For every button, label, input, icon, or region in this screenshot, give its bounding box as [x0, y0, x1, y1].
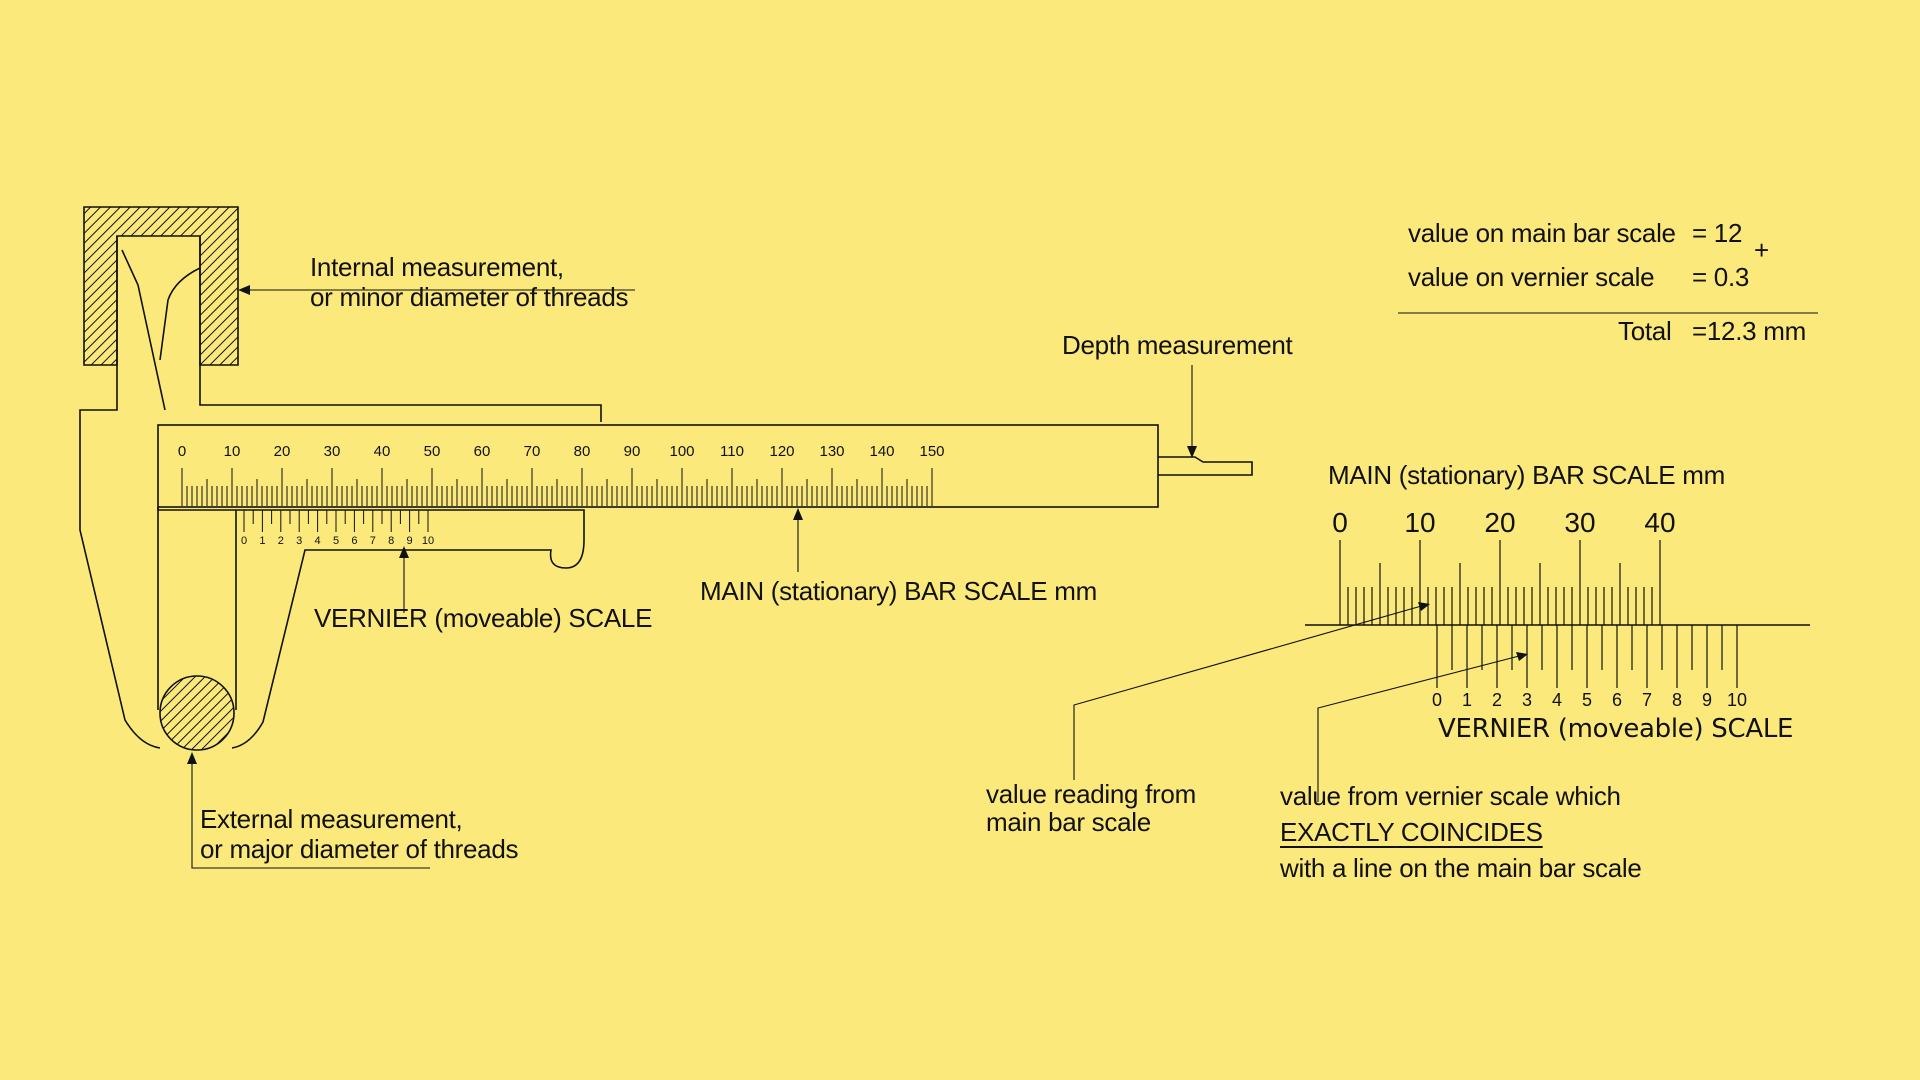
calc-plus: +: [1754, 235, 1769, 265]
value-vernier-line2: EXACTLY COINCIDES: [1280, 817, 1543, 847]
main-scale-number: 90: [624, 443, 641, 460]
detail-vernier-number: 0: [1432, 690, 1442, 710]
main-scale-number: 120: [769, 443, 794, 460]
depth-measurement-label: Depth measurement: [1062, 330, 1293, 360]
main-scale-number: 110: [720, 443, 744, 460]
internal-jaw-moving-body: [199, 268, 602, 422]
detail-main-number: 10: [1404, 507, 1435, 538]
calc-total-label: Total: [1618, 316, 1672, 346]
vernier-scale-number: 9: [407, 535, 413, 547]
depth-arrow: [1187, 446, 1197, 458]
calc-total-value: =12.3 mm: [1692, 316, 1806, 346]
detail-main-number: 40: [1644, 507, 1675, 538]
main-scale-number: 100: [669, 443, 694, 460]
vernier-scale-number: 5: [333, 535, 339, 547]
vernier-scale-number: 7: [370, 535, 376, 547]
main-scale-number: 20: [274, 443, 291, 460]
detail-main-number: 20: [1484, 507, 1515, 538]
main-scale-numbers: 0 10 20 30 40 50 60 70 80 90 100 110 120 130 140 150: [178, 443, 945, 460]
detail-vernier-number: 4: [1552, 690, 1562, 710]
vernier-left-arrow: [399, 546, 409, 558]
vernier-scale-number: 0: [241, 535, 247, 547]
value-reading-line1: value reading from: [986, 779, 1196, 809]
vernier-slider: [157, 507, 585, 749]
detail-vernier-number: 8: [1672, 690, 1682, 710]
main-beam: [157, 424, 1159, 508]
value-reading-label: value reading from main bar scale: [986, 780, 1196, 836]
main-scale-number: 70: [524, 443, 541, 460]
internal-jaw-fixed: [79, 236, 161, 749]
value-vernier-line1: value from vernier scale which: [1280, 781, 1621, 811]
calc-main-value: = 12: [1692, 218, 1743, 248]
internal-label-line2: or minor diameter of threads: [310, 282, 629, 312]
vernier-scale-number: 8: [388, 535, 394, 547]
main-scale-number: 30: [324, 443, 341, 460]
main-right-label: MAIN (stationary) BAR SCALE mm: [1328, 460, 1725, 490]
main-scale-number: 80: [574, 443, 591, 460]
detail-vernier-number: 2: [1492, 690, 1502, 710]
calc-vernier-label: value on vernier scale: [1408, 262, 1655, 292]
detail-main-ticks: [1339, 540, 1661, 625]
internal-arrow: [238, 285, 250, 295]
value-vernier-leader: [1317, 654, 1524, 802]
value-reading-leader: [1073, 604, 1426, 780]
main-scale-number: 150: [919, 443, 944, 460]
vernier-scale-ticks: [243, 510, 429, 532]
internal-jaw-moving: [159, 236, 201, 361]
vernier-scale-number: 2: [278, 535, 284, 547]
vernier-scale-number: 1: [259, 535, 265, 547]
main-scale-number: 140: [869, 443, 894, 460]
vernier-right-label: VERNIER (moveable) SCALE: [1438, 714, 1794, 744]
external-label-line2: or major diameter of threads: [200, 834, 519, 864]
detail-vernier-number: 10: [1727, 690, 1747, 710]
main-scale-number: 50: [424, 443, 441, 460]
detail-vernier-ticks: [1436, 625, 1738, 688]
value-vernier-line3: with a line on the main bar scale: [1280, 853, 1642, 883]
value-vernier-label: value from vernier scale which EXACTLY C…: [1280, 778, 1642, 886]
calc-vernier-value: = 0.3: [1692, 262, 1750, 292]
external-leader: [191, 758, 430, 869]
value-reading-line2: main bar scale: [986, 807, 1151, 837]
external-label-line1: External measurement,: [200, 804, 463, 834]
internal-jaw-fixed-edge: [121, 249, 166, 411]
main-scale-number: 60: [474, 443, 491, 460]
detail-main-number: 0: [1332, 507, 1348, 538]
external-arrow: [187, 752, 197, 764]
detail-vernier-number: 9: [1702, 690, 1712, 710]
detail-vernier-number: 1: [1462, 690, 1472, 710]
external-workpiece: [159, 675, 235, 751]
internal-workpiece-hatch: [83, 206, 239, 366]
main-scale-number: 10: [224, 443, 241, 460]
detail-vernier-number: 7: [1642, 690, 1652, 710]
depth-rod: [1158, 456, 1253, 476]
internal-label-line1: Internal measurement,: [310, 252, 564, 282]
main-left-label: MAIN (stationary) BAR SCALE mm: [700, 576, 1097, 606]
detail-vernier-number: 6: [1612, 690, 1622, 710]
vernier-scale-number: 4: [315, 535, 321, 547]
vernier-left-label: VERNIER (moveable) SCALE: [314, 603, 653, 633]
vernier-scale-number: 10: [422, 535, 434, 547]
main-scale-ticks: [181, 468, 933, 506]
main-scale-number: 130: [819, 443, 844, 460]
main-left-arrow: [793, 508, 803, 520]
detail-vernier-number: 3: [1522, 690, 1532, 710]
value-reading-arrow: [1418, 602, 1430, 611]
vernier-scale-number: 6: [351, 535, 357, 547]
vernier-scale-number: 3: [296, 535, 302, 547]
internal-measurement-label: Internal measurement, or minor diameter …: [310, 252, 628, 312]
main-scale-number: 40: [374, 443, 391, 460]
detail-vernier-number: 5: [1582, 690, 1592, 710]
external-measurement-label: External measurement, or major diameter …: [200, 804, 518, 864]
detail-main-numbers: 0 10 20 30 40: [1332, 507, 1675, 538]
detail-main-number: 30: [1564, 507, 1595, 538]
calc-main-label: value on main bar scale: [1408, 218, 1676, 248]
value-vernier-arrow: [1516, 652, 1528, 661]
main-scale-number: 0: [178, 443, 186, 460]
